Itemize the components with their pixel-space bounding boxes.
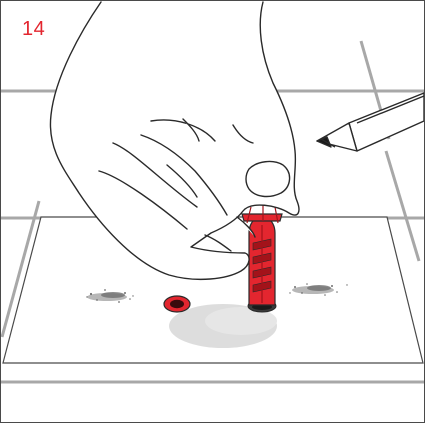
pencil-icon [317, 93, 424, 151]
drill-hole-icon [164, 296, 190, 312]
